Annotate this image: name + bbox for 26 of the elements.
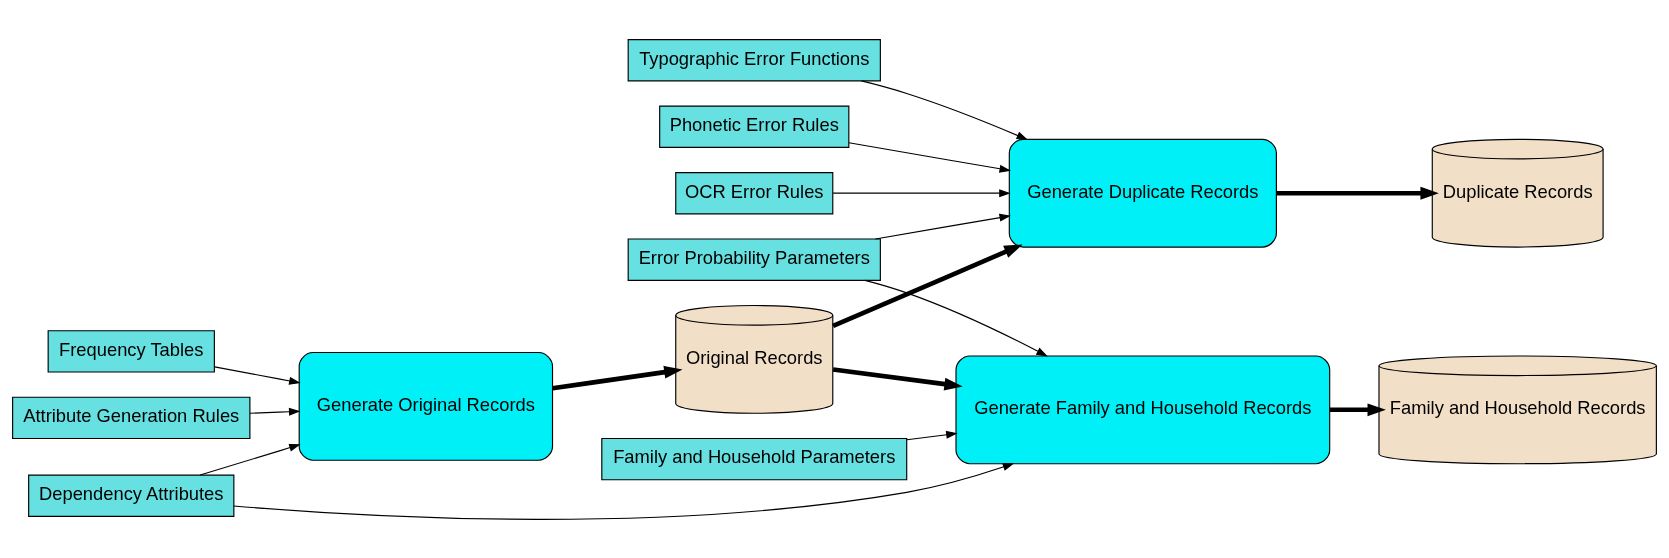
node-box: Family and Household Parameters <box>601 437 908 480</box>
arrow <box>214 365 301 385</box>
arrow <box>832 243 1023 328</box>
node-box: Frequency Tables <box>47 329 215 373</box>
arrow <box>864 279 1048 356</box>
arrow <box>552 365 683 391</box>
arrow <box>832 366 963 390</box>
node-box: Dependency Attributes <box>28 474 235 517</box>
node-box: Generate Duplicate Records <box>1008 138 1277 248</box>
node-box: Generate Original Records <box>298 351 554 461</box>
arrow <box>874 213 1011 240</box>
arrow <box>860 79 1029 140</box>
arrow <box>199 443 301 476</box>
arrow <box>906 430 958 440</box>
arrow <box>1329 402 1386 416</box>
node-box: OCR Error Rules <box>675 171 834 214</box>
arrow <box>233 462 1015 520</box>
arrow <box>848 141 1011 173</box>
arrow <box>249 407 301 416</box>
node-box: Typographic Error Functions <box>627 38 881 81</box>
node-box: Error Probability Parameters <box>627 237 881 281</box>
arrow <box>1276 186 1439 200</box>
node-box: Phonetic Error Rules <box>659 105 850 148</box>
arrow <box>832 188 1011 197</box>
node-box: Generate Family and Household Records <box>955 354 1331 464</box>
node-box: Attribute Generation Rules <box>12 396 251 439</box>
